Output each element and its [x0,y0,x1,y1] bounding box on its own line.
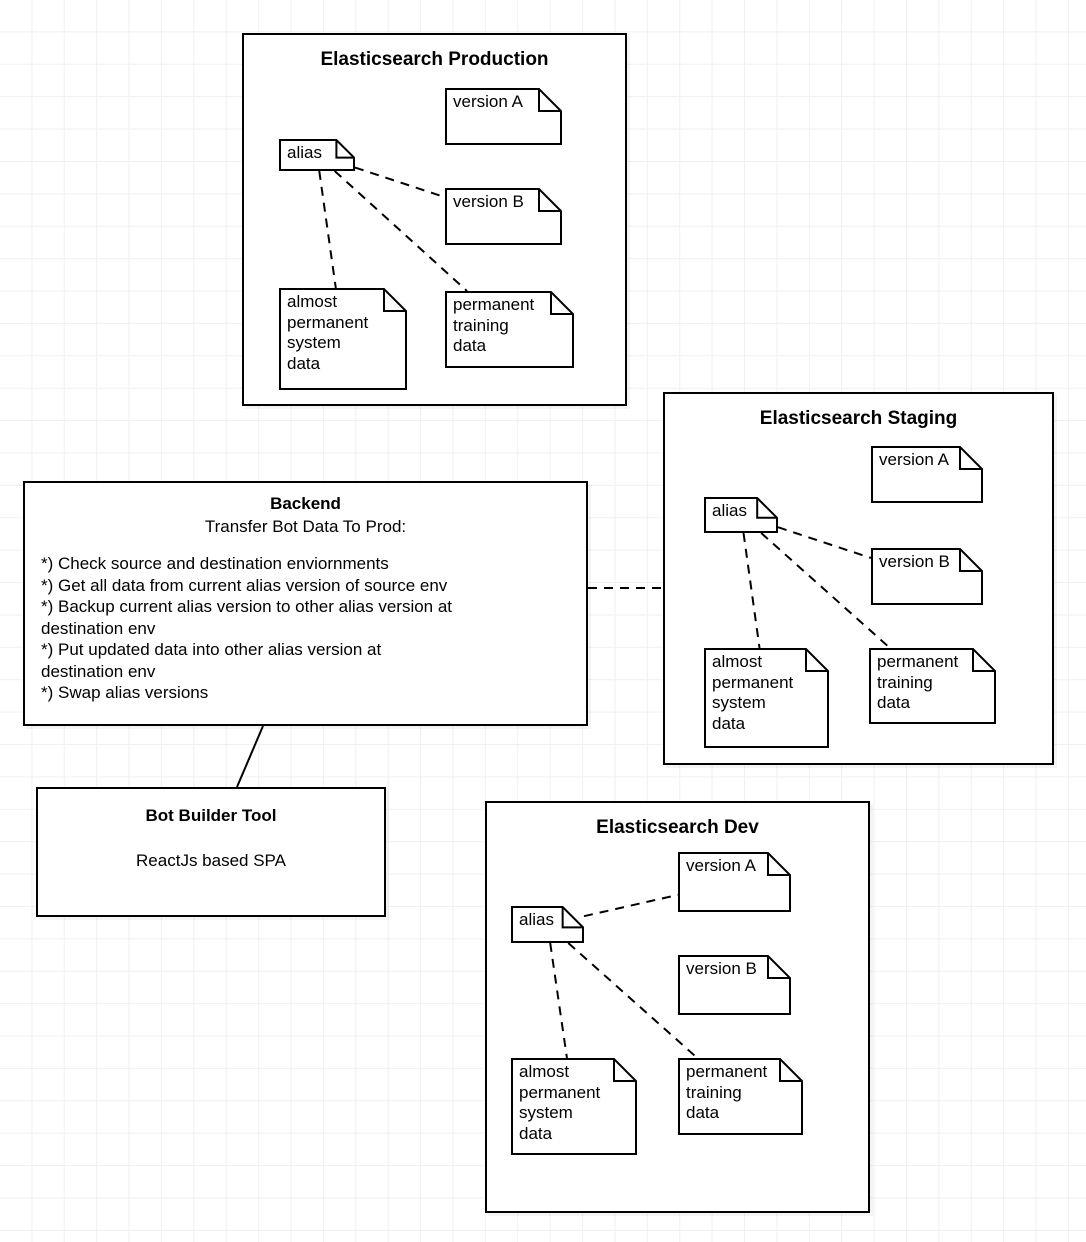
note-prod-alias[interactable]: alias [279,139,355,171]
container-title-staging: Elasticsearch Staging [759,408,958,429]
connector-backend-to-bot-builder [236,725,264,788]
note-dev-alias[interactable]: alias [511,906,584,943]
note-dev-version-a[interactable]: version A [678,852,791,912]
backend-title: Backend [270,494,341,513]
bot-builder-tool-box[interactable]: Bot Builder Tool ReactJs based SPA [36,787,386,917]
backend-subtitle: Transfer Bot Data To Prod: [204,517,407,536]
note-stg-permanent-training[interactable]: permanent training data [869,648,996,724]
container-title-dev: Elasticsearch Dev [596,817,759,838]
backend-steps: *) Check source and destination enviornm… [41,554,453,702]
note-stg-version-a[interactable]: version A [871,446,983,503]
note-stg-version-b[interactable]: version B [871,548,983,605]
note-dev-version-b[interactable]: version B [678,955,791,1015]
note-prod-almost-permanent[interactable]: almost permanent system data [279,288,407,390]
note-prod-permanent-training[interactable]: permanent training data [445,291,574,368]
note-dev-permanent-training[interactable]: permanent training data [678,1058,803,1135]
bot-builder-title: Bot Builder Tool [145,806,277,825]
container-title-production: Elasticsearch Production [320,49,549,70]
note-prod-version-b[interactable]: version B [445,188,562,245]
note-dev-almost-permanent[interactable]: almost permanent system data [511,1058,637,1155]
backend-box[interactable]: Backend Transfer Bot Data To Prod: *) Ch… [23,481,588,726]
note-stg-almost-permanent[interactable]: almost permanent system data [704,648,829,748]
note-prod-version-a[interactable]: version A [445,88,562,145]
note-stg-alias[interactable]: alias [704,497,778,533]
bot-builder-subtitle: ReactJs based SPA [136,851,286,870]
